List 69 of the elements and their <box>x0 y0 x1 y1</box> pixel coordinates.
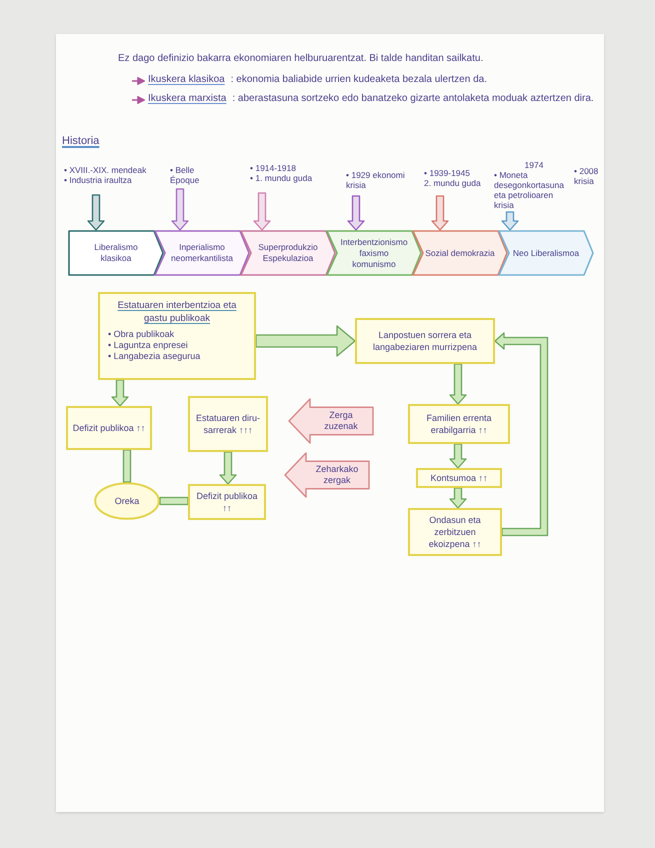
process-box <box>355 318 495 364</box>
intro-sentence: Ez dago definizio bakarra ekonomiaren helburuarentzat. Bi talde handitan sailkatu. <box>118 52 484 65</box>
timeline-label: 2. mundu guda <box>424 178 481 188</box>
block-arrow <box>449 363 467 405</box>
chevron-shape <box>326 230 422 276</box>
block-arrow-shape <box>284 452 370 498</box>
block-arrow <box>449 487 467 509</box>
block-arrow-shape <box>288 398 374 444</box>
timeline-label: • Industria iraultza <box>64 175 132 185</box>
box-text: Ondasun eta zerbitzuen ekoizpena ↑↑ <box>428 514 482 550</box>
block-arrow <box>494 332 548 536</box>
box-text: Kontsumoa ↑↑ <box>430 472 488 484</box>
box-heading: Estatuaren interbentzioa eta gastu publikoak <box>116 299 238 325</box>
definition-text: : aberastasuna sortzeko edo banatzeko gizarte antolaketa moduak aztertzen dira. <box>231 92 594 105</box>
block-arrow <box>255 325 356 357</box>
chevron-label: Superprodukzio Espekulazioa <box>257 242 319 264</box>
box-text: Estatuaren diru-sarrerak ↑↑↑ <box>194 412 262 436</box>
block-arrow <box>431 195 449 231</box>
connector-band <box>122 449 132 483</box>
term-heading: Ikuskera marxista <box>148 92 226 105</box>
ellipse-label: Oreka <box>114 495 140 507</box>
timeline-label: • Belle Époque <box>170 165 200 185</box>
process-box <box>66 406 152 450</box>
chevron-shape <box>498 230 594 276</box>
chevron-label: Sozial demokrazia <box>425 248 495 258</box>
list-item: • Langabezia asegurua <box>108 351 200 362</box>
process-box <box>98 292 256 380</box>
chevron-shape <box>154 230 250 276</box>
arrow-label: Zerga zuzenak <box>323 410 359 432</box>
chevron-label: Liberalismo klasikoa <box>93 242 139 264</box>
process-box <box>416 468 502 488</box>
box-text: Lanpostuen sorrera eta langabeziaren murrizpena <box>372 329 478 353</box>
ellipse-shape <box>94 482 160 520</box>
timeline-label: • 1914-1918 <box>250 163 296 173</box>
timeline-label: • XVIII.-XIX. mendeak <box>64 165 146 175</box>
box-text: Defizit publikoa ↑↑ <box>72 422 146 434</box>
timeline-label: 1974 <box>524 160 544 170</box>
term-heading: Ikuskera klasikoa <box>148 73 225 86</box>
block-arrow <box>501 211 519 231</box>
timeline-label: • 1929 ekonomi krisia <box>346 170 406 190</box>
block-arrow <box>111 379 129 407</box>
timeline-label: • 1939-1945 <box>424 168 470 178</box>
block-arrow <box>171 188 189 231</box>
chevron-label: Interbentzionismo faxismo komunismo <box>339 236 409 270</box>
timeline-label: • 2008 krisia <box>574 166 600 186</box>
chevron-shape <box>68 230 164 276</box>
arrow-label: Zeharkako zergak <box>314 464 360 486</box>
block-arrow <box>87 194 105 231</box>
process-box <box>188 396 268 452</box>
process-box <box>408 508 502 556</box>
chevron-label: Neo Liberalismoa <box>512 248 580 258</box>
chevron-shape <box>412 230 508 276</box>
list-item: • Laguntza enpresei <box>108 340 188 351</box>
block-arrow <box>219 451 237 485</box>
timeline-label: • Moneta desegonkortasuna eta petrolioaren krisia <box>494 170 565 210</box>
section-heading: Historia <box>62 134 100 148</box>
box-text: Familien errenta erabilgarria ↑↑ <box>425 412 493 436</box>
process-box <box>188 484 266 520</box>
chevron-label: Inperialismo neomerkantilista <box>170 242 234 264</box>
block-arrow <box>449 443 467 469</box>
process-box <box>408 404 510 444</box>
list-item: • Obra publikoak <box>108 329 174 340</box>
connector-band <box>159 496 189 506</box>
timeline-label: • 1. mundu guda <box>250 173 312 183</box>
definition-text: : ekonomia baliabide urrien kudeaketa bezala ulertzen da. <box>230 73 487 86</box>
chevron-shape <box>240 230 336 276</box>
block-arrow <box>253 192 271 231</box>
block-arrow <box>347 195 365 231</box>
box-text: Defizit publikoa ↑↑ <box>195 490 259 514</box>
